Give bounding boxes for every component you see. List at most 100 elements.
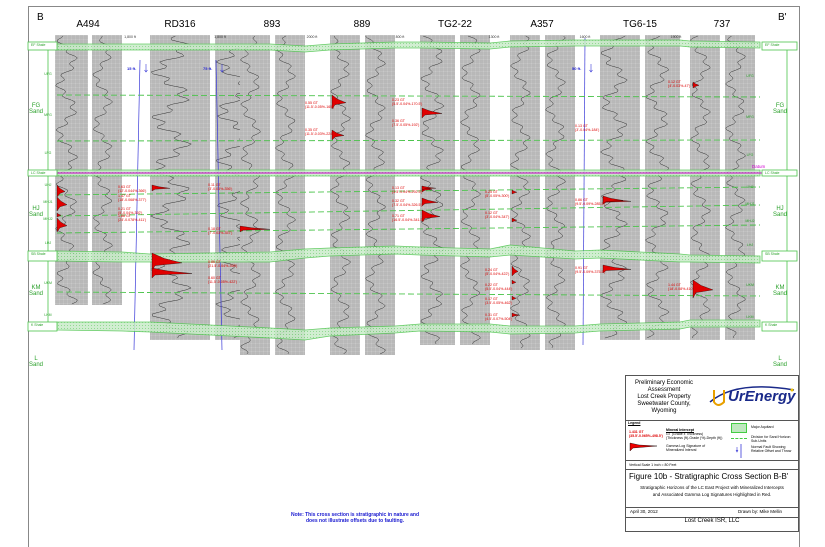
intercept-label: 0.13 GT(3.5'-0.04%-292.5') — [392, 186, 422, 194]
sand-label-line: KM — [31, 285, 41, 291]
gamma-intercept-signature — [511, 265, 519, 277]
well-name-tg6-15: TG6-15 — [623, 19, 657, 30]
fault-throw-arrow-icon — [220, 64, 224, 73]
intercept-label: 0.63 GT(12'-0.044%-366') — [118, 185, 146, 193]
well-spacing-label: 800 ft — [395, 35, 405, 39]
note-line-2: does not illustrate offsets due to fault… — [305, 518, 405, 524]
well-spacing-label: 1,800 ft — [124, 35, 136, 39]
well-log-track — [240, 35, 270, 355]
figure-title: Figure 10b - Stratigraphic Cross Section… — [629, 472, 789, 481]
subunit-label-left: LHJ — [44, 241, 52, 245]
intercept-gt: 0.86 GT — [208, 260, 221, 264]
intercept-label: 0.35 GT(11.5'-0.03%-224') — [305, 128, 334, 136]
gamma-intercept-signature — [692, 81, 700, 89]
sand-label-line: Sand — [28, 212, 44, 218]
well-name-893: 893 — [263, 19, 281, 30]
subunit-label-right: MHJ2 — [745, 219, 755, 223]
sand-label-line: Sand — [772, 109, 788, 115]
shale-label-left: K Shale — [31, 323, 44, 327]
faulting-note: Note: This cross section is stratigraphi… — [250, 512, 460, 524]
gamma-intercept-signature — [511, 312, 521, 318]
subunit-division-line — [56, 186, 761, 196]
gamma-intercept-signature — [151, 267, 193, 279]
subunit-division-line — [56, 204, 761, 217]
sand-label-line: FG — [775, 103, 785, 109]
intercept-gt: 0.31 GT — [485, 313, 498, 317]
subunit-label-right: UFG — [746, 74, 754, 78]
subunit-label-left: LKM — [44, 313, 52, 317]
subunit-division-line — [56, 139, 761, 142]
shale-label-right: K Shale — [765, 323, 778, 327]
section-end-label: B' — [778, 12, 787, 23]
intercept-label: 0.55 GT(11.5'-0.05%-165') — [305, 101, 334, 109]
intercept-detail: (12'-0.044%-366') — [118, 189, 147, 193]
gamma-intercept-signature — [56, 212, 62, 218]
fault-line — [133, 59, 141, 351]
intercept-detail: (3'-0.04%-347') — [485, 215, 510, 219]
intercept-detail: (18'-0.08%-410') — [668, 287, 695, 291]
legend-example-intercept: 1.431 GT (35.5'-0.065%-498.5') — [629, 430, 663, 438]
legend-example-detail: (35.5'-0.065%-498.5') — [629, 434, 663, 438]
well-spacing-label: 1600 ft — [579, 35, 591, 39]
well-log-track — [600, 35, 640, 340]
intercept-detail: (3'-0.04%-184') — [575, 128, 600, 132]
intercept-label: 0.23 GT(5.5'-0.04%-170.5') — [392, 98, 422, 106]
intercept-detail: (5'-0.04%-392') — [118, 211, 143, 215]
gamma-intercept-signature — [331, 94, 347, 110]
intercept-detail: (11.5'-0.05%-165') — [305, 105, 335, 109]
intercept-gt: 0.25 GT — [485, 190, 498, 194]
well-log-track — [545, 35, 575, 350]
figure-title-row: Figure 10b - Stratigraphic Cross Section… — [626, 469, 798, 508]
project-line: Assessment — [647, 387, 681, 393]
gamma-intercept-signature — [56, 184, 66, 198]
intercept-gt: 0.11 GT — [208, 183, 221, 187]
vertical-scale: Vertical Scale 1 inch = 80 Feet — [629, 463, 677, 467]
intercept-detail: (7'-0.03%-357') — [208, 231, 233, 235]
shale-box — [27, 169, 58, 177]
sand-label-line: Sand — [772, 291, 788, 297]
subunit-division-line — [56, 224, 761, 234]
gamma-intercept-signature — [421, 197, 439, 207]
well-spacing-label: 1,800 ft — [214, 35, 226, 39]
log-curve — [600, 35, 628, 339]
subunit-label-left: MHJ2 — [43, 217, 53, 221]
intercept-label: 0.31 GT(4.5'-0.07%-504') — [485, 313, 512, 321]
aquitard-swatch-icon — [731, 423, 747, 433]
log-curve — [420, 35, 445, 345]
gamma-intercept-signature — [692, 279, 714, 299]
intercept-label: 0.86 GT(21.5'-0.04%-398') — [208, 260, 237, 268]
drawing-frame — [28, 6, 800, 547]
intercept-label: 0.91 GT(9.5'-0.09%-375.5') — [575, 266, 605, 274]
figure-date: April 30, 2012 — [630, 509, 658, 514]
log-curve — [545, 35, 566, 349]
fault-throw-arrow-icon — [144, 64, 148, 73]
intercept-detail: (9.5'-0.09%-375.5') — [575, 270, 606, 274]
intercept-gt: 1.88 GT — [118, 214, 131, 218]
project-description: Preliminary Economic Assessment Lost Cre… — [628, 380, 700, 415]
log-curve — [149, 35, 192, 339]
sand-label-line: L — [778, 356, 782, 362]
shale-label-right: SB Shale — [765, 252, 780, 256]
intercept-label: 0.12 GT(3'-0.04%-347') — [485, 211, 509, 219]
sand-label-line: HJ — [32, 206, 40, 212]
section-start-label: B — [37, 12, 44, 23]
intercept-label: 0.13 GT(3'-0.04%-184') — [575, 124, 599, 132]
date-row: April 30, 2012 Drawn by: Mike Mellin — [626, 507, 798, 518]
subunit-label-right: LHJ — [746, 243, 754, 247]
sand-label-line: Sand — [772, 362, 788, 368]
intercept-label: 1.47 GT(18'-0.068%-377') — [118, 194, 146, 202]
intercept-gt: 0.36 GT — [392, 119, 405, 123]
well-name-a494: A494 — [76, 19, 100, 30]
intercept-detail: (7.5'-0.05%-192') — [392, 123, 420, 127]
intercept-gt: 1.47 GT — [118, 194, 131, 198]
shale-box — [761, 250, 798, 262]
intercept-detail: (24'-0.078%-411') — [118, 218, 147, 222]
legend-fault-label: Normal Fault Showing Relative Offset and… — [751, 445, 792, 453]
project-line: Wyoming — [651, 408, 677, 414]
log-curve — [240, 35, 261, 355]
company-name: Lost Creek ISR, LLC — [684, 518, 740, 524]
subunit-label-left: MFG — [44, 113, 52, 117]
gamma-intercept-signature — [511, 279, 517, 285]
